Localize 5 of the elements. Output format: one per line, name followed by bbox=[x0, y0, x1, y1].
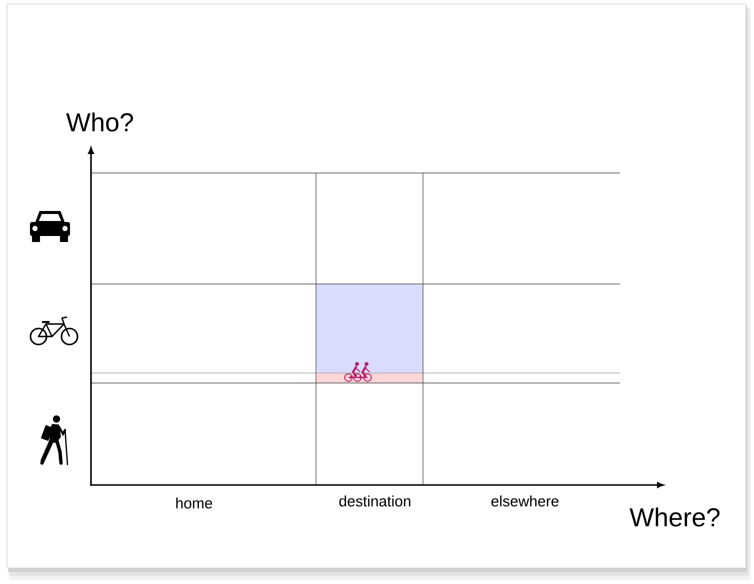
axis-label: Who? bbox=[66, 112, 133, 132]
axis-label: Where? bbox=[630, 507, 720, 527]
column-label: elsewhere bbox=[491, 496, 558, 506]
column-label: destination bbox=[339, 496, 410, 506]
column-label: home bbox=[176, 498, 212, 508]
